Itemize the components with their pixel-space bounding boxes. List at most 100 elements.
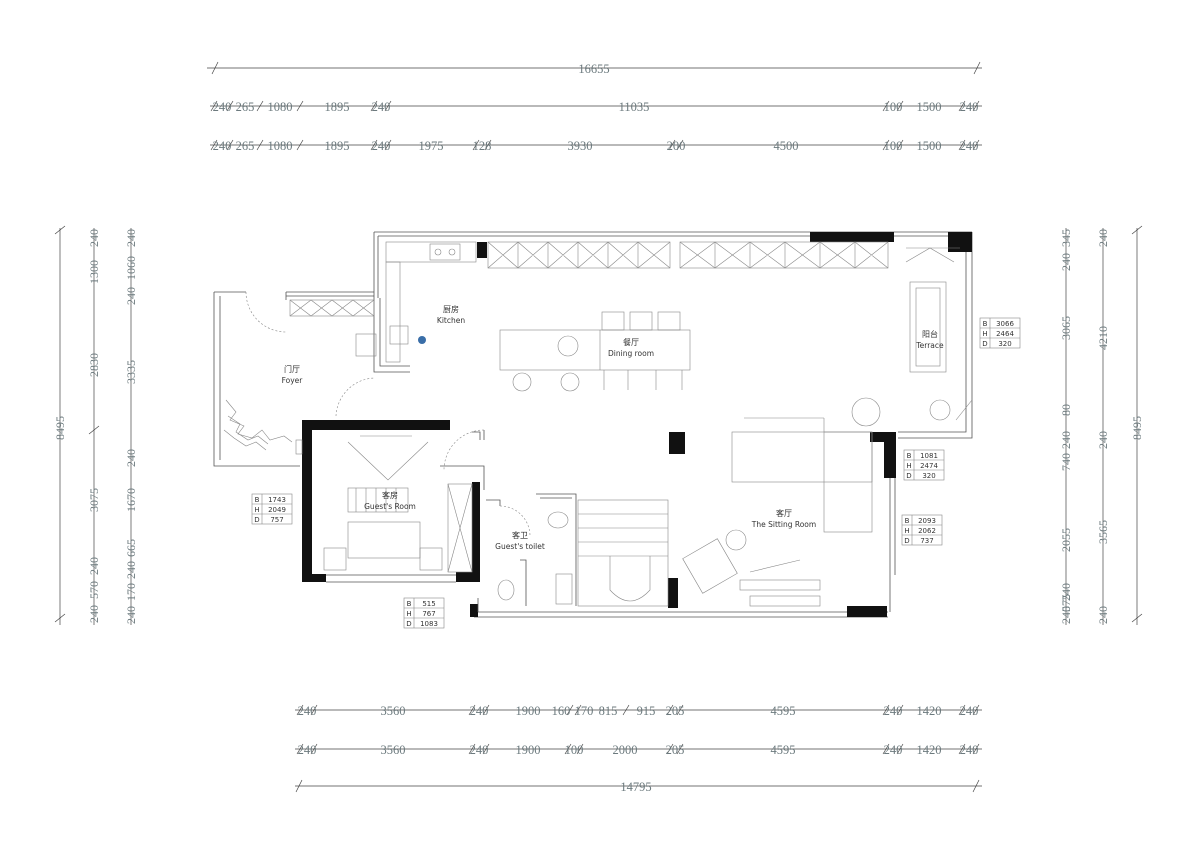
door-swings: [245, 291, 531, 537]
top-row2-tick: [256, 139, 264, 151]
bottom-row1-tick: [958, 704, 966, 716]
bottom-row2-tick: [676, 743, 684, 755]
dim-b1-11: 1420: [917, 704, 942, 718]
terrace-b-val: 3066: [996, 320, 1014, 328]
dim-b1-3: 1900: [516, 704, 541, 718]
bottom-row1-tick: [666, 704, 674, 716]
bottom-row2-tick: [958, 743, 966, 755]
dim-r1-6: 2055: [1059, 528, 1073, 552]
bottom-row1-tick: [896, 704, 904, 716]
guest-room-label-cn: 客房: [382, 490, 398, 500]
dim-t1-6: 100: [884, 100, 903, 114]
dim-t2-3: 1895: [325, 139, 350, 153]
dim-b2-7: 4595: [771, 743, 796, 757]
dim-right-total: 8495: [1130, 416, 1144, 440]
guest-h-key: H: [254, 506, 259, 514]
top-row2-tick: [896, 139, 904, 151]
dim-t2-4: 240: [372, 139, 391, 153]
dining-label-en: Dining room: [608, 349, 654, 358]
dim-l2-0: 240: [124, 229, 138, 247]
dim-r1-9: 240: [1059, 606, 1073, 624]
dim-l2-4: 240: [124, 449, 138, 467]
dim-t2-8: 200: [667, 139, 686, 153]
spec-table-terrace: B 3066 H 2464 D 320: [979, 317, 1021, 349]
bottom-row1-tick: [622, 704, 630, 716]
top-row1-tick: [256, 100, 264, 112]
dim-b1-6: 815: [599, 704, 618, 718]
dim-b2-1: 3560: [381, 743, 406, 757]
sitting-b-val: 2093: [918, 517, 936, 525]
kitchen-cabinets: [289, 241, 889, 363]
top-row2-tick: [296, 139, 304, 151]
terrace-h-key: H: [982, 330, 987, 338]
terrace-b-key: B: [983, 320, 988, 328]
dim-b1-9: 4595: [771, 704, 796, 718]
spec-table-guest: B 1743 H 2049 D 757: [251, 493, 293, 525]
dim-t2-9: 4500: [774, 139, 799, 153]
dim-t2-5: 1975: [419, 139, 444, 153]
top-row1-tick: [296, 100, 304, 112]
dim-b1-10: 240: [884, 704, 903, 718]
sitting-d-val: 737: [920, 537, 933, 545]
top-row1-tick: [384, 100, 392, 112]
toilet-b-val: 515: [422, 600, 435, 608]
dim-b1-0: 240: [298, 704, 317, 718]
dim-b1-8: 205: [666, 704, 685, 718]
dim-t1-8: 240: [960, 100, 979, 114]
dim-b1-1: 3560: [381, 704, 406, 718]
top-row1-tick: [972, 100, 980, 112]
terrace-label-en: Terrace: [915, 341, 944, 350]
dim-b1-7: 915: [637, 704, 656, 718]
spec-table-mid: B 1081 H 2474 D 320: [903, 449, 945, 481]
dim-r1-8: 575: [1059, 594, 1073, 612]
sitting-room-label-cn: 客厅: [776, 508, 792, 518]
dim-l2-7: 240: [124, 561, 138, 579]
room-labels: 厨房 Kitchen 餐厅 Dining room 阳台 Terrace 门厅 …: [282, 304, 944, 551]
bottom-row1-tick: [468, 704, 476, 716]
guest-d-key: D: [254, 516, 259, 524]
guest-toilet-label-cn: 客卫: [512, 530, 528, 540]
guest-d-val: 757: [270, 516, 283, 524]
top-row1-tick: [226, 100, 234, 112]
top-row2-tick: [972, 139, 980, 151]
dim-b2-2: 240: [470, 743, 489, 757]
mid-d-val: 320: [922, 472, 935, 480]
dim-b1-12: 240: [960, 704, 979, 718]
left-dimensions: 8495 240 1300 2830 3075 240 570 240 240 …: [53, 225, 138, 625]
bottom-row2-tick: [296, 743, 304, 755]
dim-r2-2: 240: [1096, 431, 1110, 449]
dim-r1-0: 345: [1059, 229, 1073, 247]
top-dimensions: 16655 240 265 1080 1895 240 11035 100 15…: [207, 61, 982, 153]
kitchen-label-en: Kitchen: [437, 316, 465, 325]
toilet-h-key: H: [406, 610, 411, 618]
dim-t1-0: 240: [213, 100, 232, 114]
dim-t2-2: 1080: [268, 139, 293, 153]
bottom-row2-tick: [882, 743, 890, 755]
dim-l2-2: 240: [124, 287, 138, 305]
dim-b2-4: 100: [565, 743, 584, 757]
dim-l2-3: 3335: [124, 360, 138, 384]
dim-l1-4: 240: [87, 557, 101, 575]
foyer-label-cn: 门厅: [284, 364, 300, 374]
dim-b1-4: 160: [552, 704, 571, 718]
bottom-row2-tick: [576, 743, 584, 755]
toilet-h-val: 767: [422, 610, 435, 618]
dim-r1-5: 740: [1059, 453, 1073, 471]
terrace-area: [851, 247, 973, 427]
bottom-row2-tick: [482, 743, 490, 755]
dim-left-total: 8495: [53, 416, 67, 440]
top-row1-tick: [210, 100, 218, 112]
dim-l2-5: 1670: [124, 488, 138, 512]
dim-t1-2: 1080: [268, 100, 293, 114]
dim-l1-1: 1300: [87, 260, 101, 284]
dining-set: [499, 311, 691, 392]
dim-t2-7: 3930: [568, 139, 593, 153]
dim-l1-2: 2830: [87, 353, 101, 377]
dim-b2-8: 240: [884, 743, 903, 757]
dim-b1-5: 170: [575, 704, 594, 718]
top-row2-tick: [226, 139, 234, 151]
dim-r1-4: 240: [1059, 431, 1073, 449]
mid-b-key: B: [907, 452, 912, 460]
dim-r1-1: 240: [1059, 253, 1073, 271]
kitchen-label-cn: 厨房: [443, 304, 459, 314]
